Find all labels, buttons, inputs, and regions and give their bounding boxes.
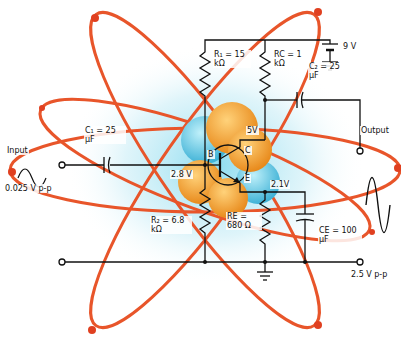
node-voltage: 2.1V: [270, 180, 290, 189]
supply-voltage: 9 V: [342, 42, 357, 51]
capacitor-label: C₂ = 25 µF: [308, 62, 350, 80]
node-voltage: 5V: [246, 126, 259, 135]
capacitor-label: C₁ = 25 µF: [84, 126, 126, 144]
resistor-label: R₁ = 15 kΩ: [213, 50, 251, 68]
signal-amplitude: 0.025 V p-p: [4, 184, 53, 193]
node-voltage: 2.8 V: [170, 170, 193, 179]
signal-amplitude: 2.5 V p-p: [350, 270, 388, 279]
resistor-label: RE = 680 Ω: [226, 212, 262, 230]
electron: [8, 8, 401, 334]
terminal-name: Input: [6, 146, 29, 155]
terminal-name: Output: [360, 126, 390, 135]
pin-name: E: [244, 174, 251, 183]
output-sine: [366, 178, 390, 233]
resistor-label: RC = 1 kΩ: [273, 50, 311, 68]
pin-name: B: [207, 150, 215, 159]
resistor-label: R₂ = 6.8 kΩ: [150, 216, 192, 234]
capacitor-label: CE = 100 µF: [318, 226, 362, 244]
circuit-wire: [59, 40, 363, 280]
pin-name: C: [244, 146, 252, 155]
orbit: [10, 0, 400, 341]
